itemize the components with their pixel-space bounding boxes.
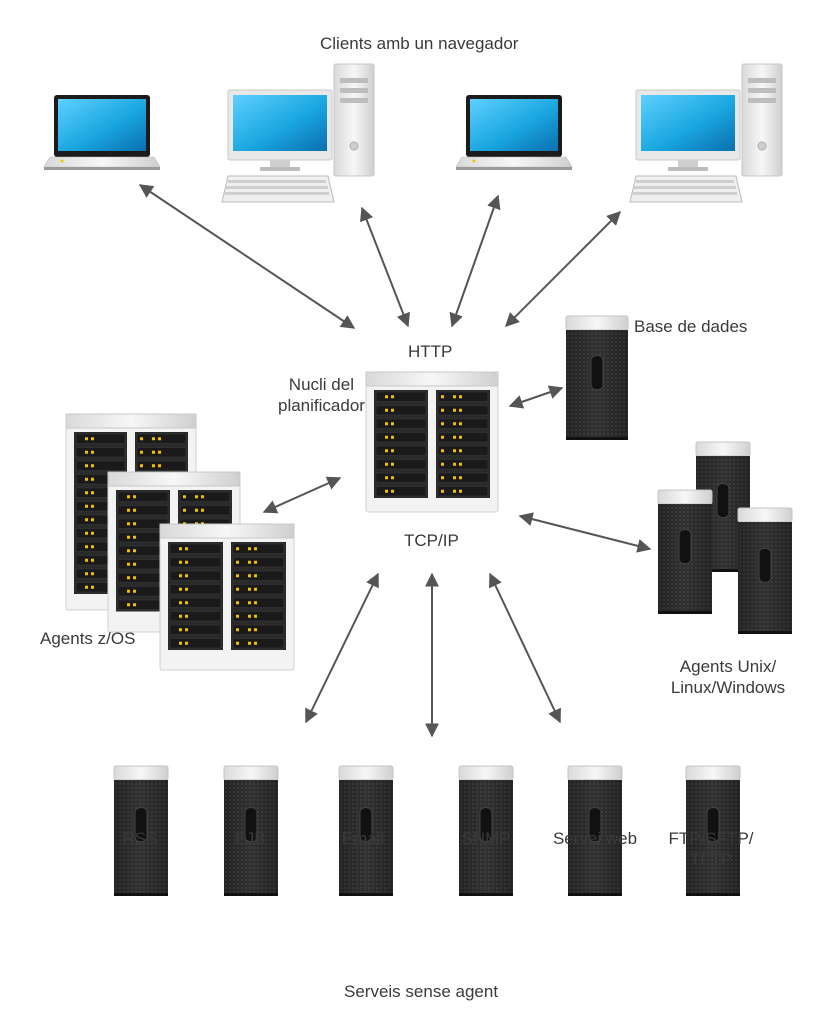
scheduler-core-rack-server-icon <box>365 371 499 513</box>
service-label-web: Servei web <box>540 828 650 849</box>
laptop-icon <box>43 95 161 170</box>
service-label-email-line1: Email <box>341 829 385 848</box>
service-label-ftp: FTP/SFTP/ TFTP <box>656 828 766 870</box>
tower-servers <box>113 315 793 896</box>
service-label-web-line1: Servei web <box>552 829 638 848</box>
service-tower-server-icon-6 <box>685 765 741 896</box>
arrow-core-services-left <box>305 572 379 724</box>
unix-agents-label-line1: Agents Unix/ <box>679 657 777 676</box>
unix-agents-label-line2: Linux/Windows <box>670 678 786 697</box>
service-label-ftp-line1: FTP/SFTP/ <box>668 829 754 848</box>
service-label-email: Email <box>323 828 403 849</box>
database-tower-server-icon <box>565 315 629 440</box>
arrow-client1-http <box>138 184 356 329</box>
service-label-ejb-line1: EJB <box>234 829 266 848</box>
service-tower-server-icon-3 <box>338 765 394 896</box>
arrow-core-database <box>508 385 564 409</box>
arrow-core-unix <box>518 512 652 553</box>
unix-agent-tower-server-icon <box>737 507 793 634</box>
database-label: Base de dades <box>634 317 748 336</box>
arrow-client2-http <box>360 206 410 328</box>
zos-agents-rack-server-icons <box>65 413 295 671</box>
zos-agents-label: Agents z/OS <box>40 629 136 648</box>
tcpip-label: TCP/IP <box>404 531 459 550</box>
laptop-icon <box>455 95 573 170</box>
arrow-core-services-right <box>489 572 561 724</box>
service-label-rss: RSS <box>100 828 180 849</box>
agentless-services-label: Serveis sense agent <box>344 982 499 1001</box>
clients-label: Clients amb un navegador <box>320 34 519 53</box>
service-label-rss-line1: RSS <box>122 829 158 848</box>
service-label-ejb: EJB <box>210 828 290 849</box>
arrow-client3-http <box>449 194 501 328</box>
service-label-snmp-line1: SNMP <box>461 829 511 848</box>
service-tower-server-icon-1 <box>113 765 169 896</box>
scheduler-core-label-line1: Nucli del <box>288 375 354 394</box>
unix-agents-label: Agents Unix/ Linux/Windows <box>660 656 796 698</box>
http-label: HTTP <box>408 342 453 361</box>
scheduler-core-label: Nucli del planificador <box>278 374 365 416</box>
rack-server-icon <box>365 371 499 513</box>
service-tower-server-icon-5 <box>567 765 623 896</box>
connection-arrows <box>138 184 652 738</box>
service-label-snmp: SNMP <box>446 828 526 849</box>
rack-server-icon <box>159 523 295 671</box>
desktop-computer-icon <box>629 63 783 203</box>
scheduler-core-label-line2: planificador <box>278 396 365 415</box>
arrow-client4-http <box>505 211 621 327</box>
desktop-computer-icon <box>221 63 375 203</box>
service-tower-server-icon-4 <box>458 765 514 896</box>
arrow-core-zos <box>262 476 342 514</box>
service-label-ftp-line2: TFTP <box>689 850 733 869</box>
service-tower-server-icon-2 <box>223 765 279 896</box>
unix-agent-tower-server-icon <box>657 489 713 614</box>
